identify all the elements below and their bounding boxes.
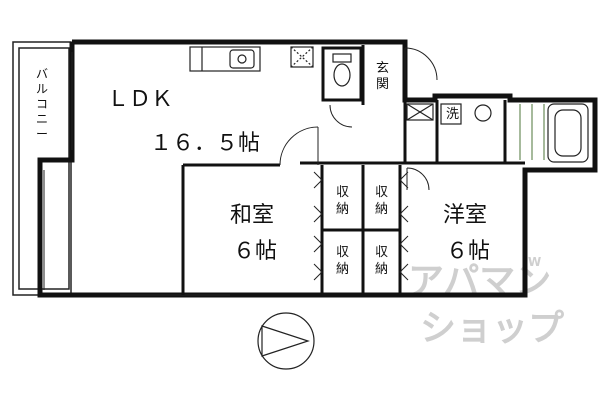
closet-bottom-right-2: 納 (375, 262, 388, 277)
balcony-label-2: ル (36, 82, 48, 96)
bathtub (547, 103, 589, 163)
balcony-label-3: コ (36, 97, 48, 111)
toilet-bowl (333, 63, 351, 87)
closet-bottom-left-1: 収 (336, 245, 349, 260)
closet-top-right-1: 収 (375, 185, 388, 200)
ldk-size: １６．５帖 (150, 131, 260, 156)
washitsu-size: ６帖 (233, 239, 277, 264)
toilet-tank (332, 53, 352, 63)
youshitsu-door-swing (406, 167, 430, 191)
wash-label: 洗 (446, 107, 459, 122)
closet-top-right-2: 納 (375, 202, 388, 217)
closet-labels: 収 納 収 納 収 納 収 納 (336, 185, 388, 277)
toilet-room-wall (321, 46, 363, 102)
interior-walls (181, 45, 525, 295)
balcony-label-5: ー (36, 127, 48, 141)
compass-icon (257, 312, 315, 370)
watermark: アパマン ショップ W (408, 255, 564, 349)
washer-space (440, 103, 462, 125)
toilet-door-swing (329, 104, 353, 128)
toilet (332, 53, 352, 87)
balcony-label-4: ニ (36, 112, 48, 126)
closet-top-left-2: 納 (336, 202, 349, 217)
ldk-door-swing (279, 126, 319, 166)
entrance-door-swing (404, 47, 438, 81)
window-marks (43, 52, 230, 296)
youshitsu-size: ６帖 (446, 239, 490, 264)
closet-top-left-1: 収 (336, 185, 349, 200)
youshitsu-name: 洋室 (443, 203, 487, 228)
bath-area (406, 103, 589, 163)
water-heater (406, 103, 434, 121)
washbasin (474, 104, 492, 122)
closet-bottom-left-2: 納 (336, 262, 349, 277)
room-labels: ＬＤＫ １６．５帖 和室 ６帖 洋室 ６帖 玄 関 洗 バ ル コ ニ ー (36, 61, 490, 264)
watermark-small: W (528, 255, 541, 269)
balcony-label-1: バ (36, 67, 48, 81)
kitchen (189, 46, 314, 72)
kitchen-sink (229, 49, 255, 69)
entrance-label-1: 玄 (376, 61, 389, 76)
closet-door-marks (313, 171, 409, 281)
door-swings (279, 47, 438, 191)
ldk-name: ＬＤＫ (107, 87, 173, 112)
entrance-label-2: 関 (376, 77, 389, 92)
exterior-walls (37, 39, 598, 298)
watermark-line2: ショップ (420, 308, 564, 349)
fridge-space (290, 46, 314, 68)
closet-bottom-right-1: 収 (375, 245, 388, 260)
kitchen-counter (189, 46, 261, 72)
outer-wall (37, 39, 598, 298)
washitsu-name: 和室 (230, 203, 274, 228)
